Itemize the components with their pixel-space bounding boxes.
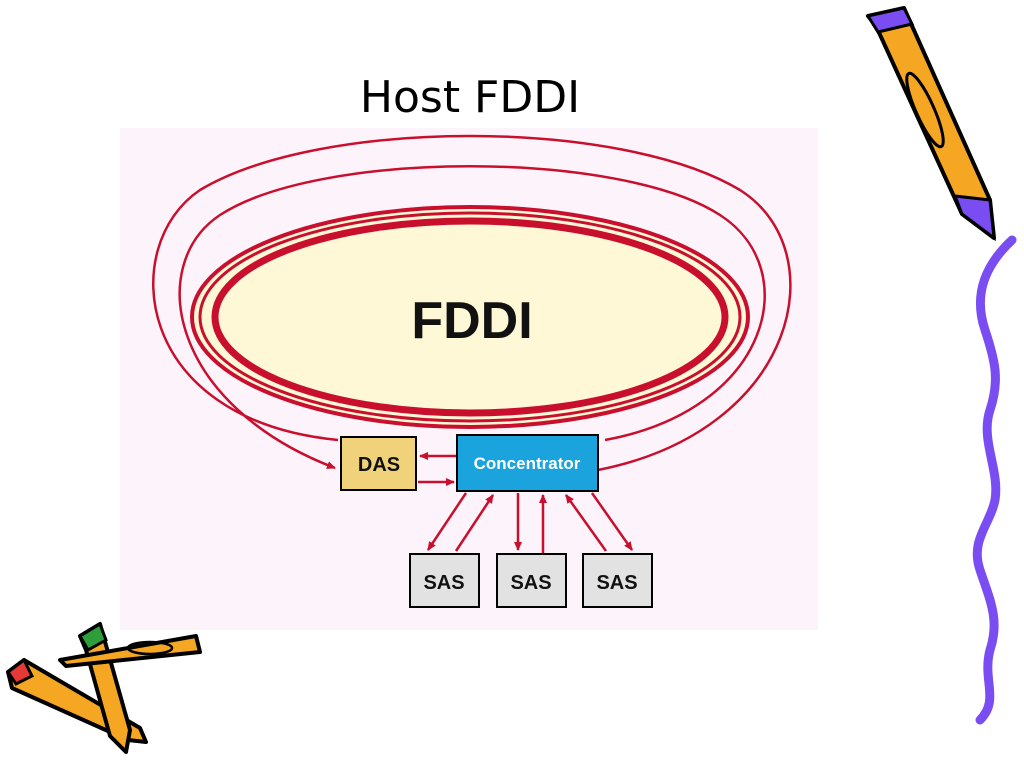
fddi-ring-outer-outline bbox=[198, 211, 742, 423]
outer-loop-1 bbox=[178, 165, 766, 470]
concentrator-box bbox=[456, 434, 599, 492]
slide-title: Host FDDI bbox=[359, 72, 581, 123]
fddi-ring-fill bbox=[190, 205, 750, 429]
concentrator-label: Concentrator bbox=[474, 454, 581, 473]
sas-label-2: SAS bbox=[510, 572, 551, 594]
sas-box-2 bbox=[496, 553, 567, 608]
sas-label-3: SAS bbox=[596, 572, 637, 594]
sas3-up-arrow bbox=[564, 494, 608, 552]
sas3-down-arrow bbox=[590, 492, 634, 551]
outer-loop-2 bbox=[151, 134, 792, 472]
das-label: DAS bbox=[358, 454, 400, 476]
fddi-ring-inner-outline bbox=[211, 217, 729, 417]
sas1-up-arrow bbox=[454, 494, 495, 552]
sas-box-3 bbox=[582, 553, 653, 608]
sas1-down-arrow bbox=[426, 492, 468, 551]
fddi-ring-label: FDDI bbox=[411, 292, 532, 350]
das-box bbox=[340, 436, 417, 491]
sas-box-1 bbox=[409, 553, 480, 608]
sas-label-1: SAS bbox=[423, 572, 464, 594]
